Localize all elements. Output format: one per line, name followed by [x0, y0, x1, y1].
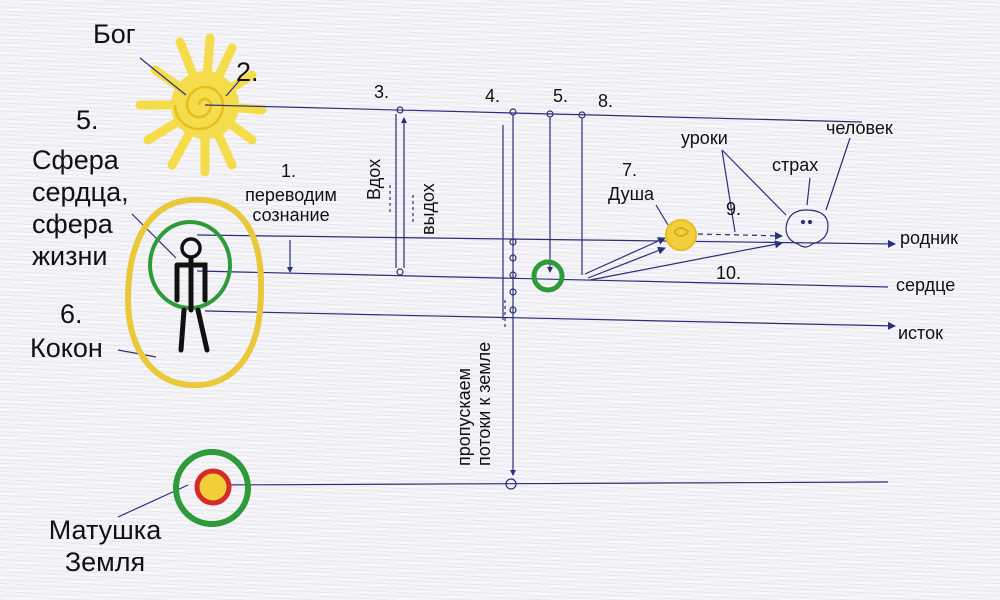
- step-10-label: 10.: [716, 263, 742, 283]
- step-1-label: 1.: [281, 161, 297, 181]
- annotation-pointers: [655, 137, 851, 233]
- step-9-label: 9.: [726, 199, 742, 219]
- pointer-lines: [117, 57, 241, 518]
- human-figure-icon: [174, 237, 210, 353]
- exhale-label: выдох: [418, 183, 438, 235]
- god-label: Бог: [93, 19, 136, 49]
- soul-label: Душа: [608, 184, 655, 204]
- soul-icon: [665, 219, 697, 251]
- step-5-line: [546, 110, 554, 273]
- step-6-label: 6.: [60, 299, 83, 329]
- fear-label: страх: [772, 155, 819, 175]
- translate-consciousness-label: переводим сознание: [245, 185, 337, 225]
- heart-ring-icon: [531, 259, 565, 293]
- step-4-column: [502, 108, 517, 490]
- step-8-line: [578, 111, 783, 281]
- human-head-icon: [785, 209, 829, 248]
- lessons-label: уроки: [681, 128, 728, 148]
- step-7-label: 7.: [622, 160, 638, 180]
- pass-flows-label: пропускаем потоки к земле: [454, 341, 494, 466]
- cocoon-label: Кокон: [30, 333, 103, 363]
- cocoon-icon: [124, 196, 265, 389]
- sun-icon: [135, 33, 267, 177]
- earth-icon: [173, 449, 251, 527]
- step-2-label: 2.: [236, 57, 259, 87]
- step-8-label: 8.: [598, 91, 614, 111]
- source-label: исток: [898, 323, 943, 343]
- heart-label: сердце: [896, 275, 956, 295]
- step-3-label: 3.: [374, 82, 390, 102]
- step-5-label: 5.: [553, 86, 569, 106]
- step-4-label: 4.: [485, 86, 501, 106]
- mother-earth-label: Матушка Земля: [48, 515, 162, 577]
- inhale-label: Вдох: [364, 158, 384, 200]
- step-3-breath: [389, 106, 414, 276]
- soul-to-human-arrow: [697, 231, 783, 240]
- spring-label: родник: [900, 228, 958, 248]
- heart-sphere-label: Сфера сердца, сфера жизни: [32, 145, 129, 271]
- human-label: человек: [826, 118, 893, 138]
- step-5-left-label: 5.: [76, 105, 99, 135]
